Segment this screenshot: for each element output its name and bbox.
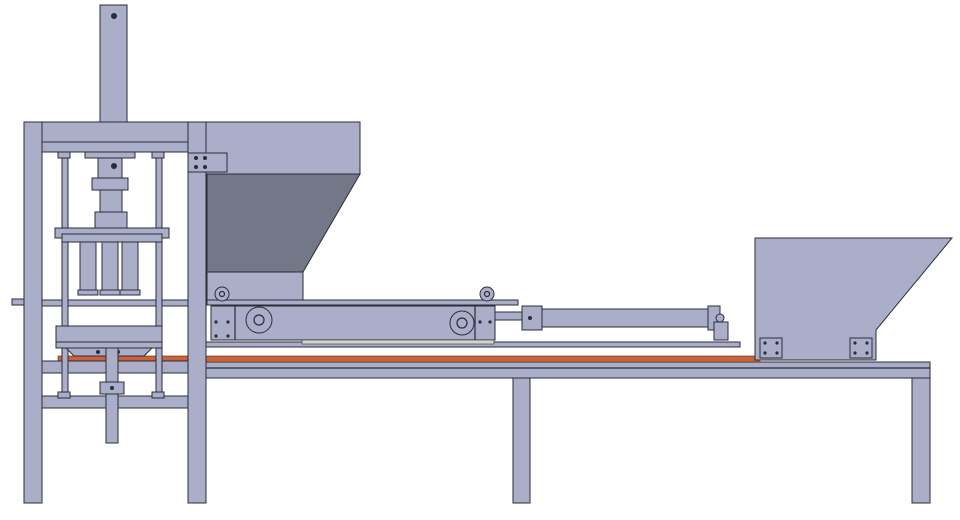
mould-pin bbox=[101, 241, 119, 293]
cylinder-barrel bbox=[541, 308, 713, 328]
guide-rod-left bbox=[61, 151, 69, 398]
mould-pin bbox=[121, 241, 139, 293]
mould-box bbox=[55, 325, 163, 343]
press-frame bbox=[11, 4, 207, 504]
guide-rod-right bbox=[155, 151, 163, 398]
brush-strip bbox=[301, 339, 495, 345]
main-hopper bbox=[187, 121, 361, 301]
lower-rod bbox=[105, 347, 119, 444]
mould-pin bbox=[79, 241, 97, 293]
hydraulic-rod bbox=[99, 4, 128, 123]
feeder-drawer bbox=[206, 286, 519, 345]
push-cylinder bbox=[494, 305, 729, 341]
hopper-funnel bbox=[206, 173, 361, 273]
pallet-hopper bbox=[754, 237, 954, 361]
hopper-top bbox=[205, 121, 361, 175]
table bbox=[205, 361, 931, 504]
table-leg-right bbox=[911, 377, 931, 504]
conveyor-pallets bbox=[57, 341, 761, 363]
mounting-bracket bbox=[187, 152, 228, 173]
frame-post-right bbox=[187, 121, 207, 504]
frame-post-left bbox=[23, 121, 43, 504]
feeder-rail bbox=[206, 299, 519, 306]
pulley bbox=[449, 310, 475, 336]
table-leg-middle bbox=[512, 377, 531, 504]
roller bbox=[214, 286, 230, 302]
frame-top-beam bbox=[41, 121, 189, 143]
table-top bbox=[205, 361, 931, 379]
pulley bbox=[245, 306, 273, 334]
roller bbox=[479, 286, 495, 302]
right-hopper-body bbox=[754, 237, 954, 361]
